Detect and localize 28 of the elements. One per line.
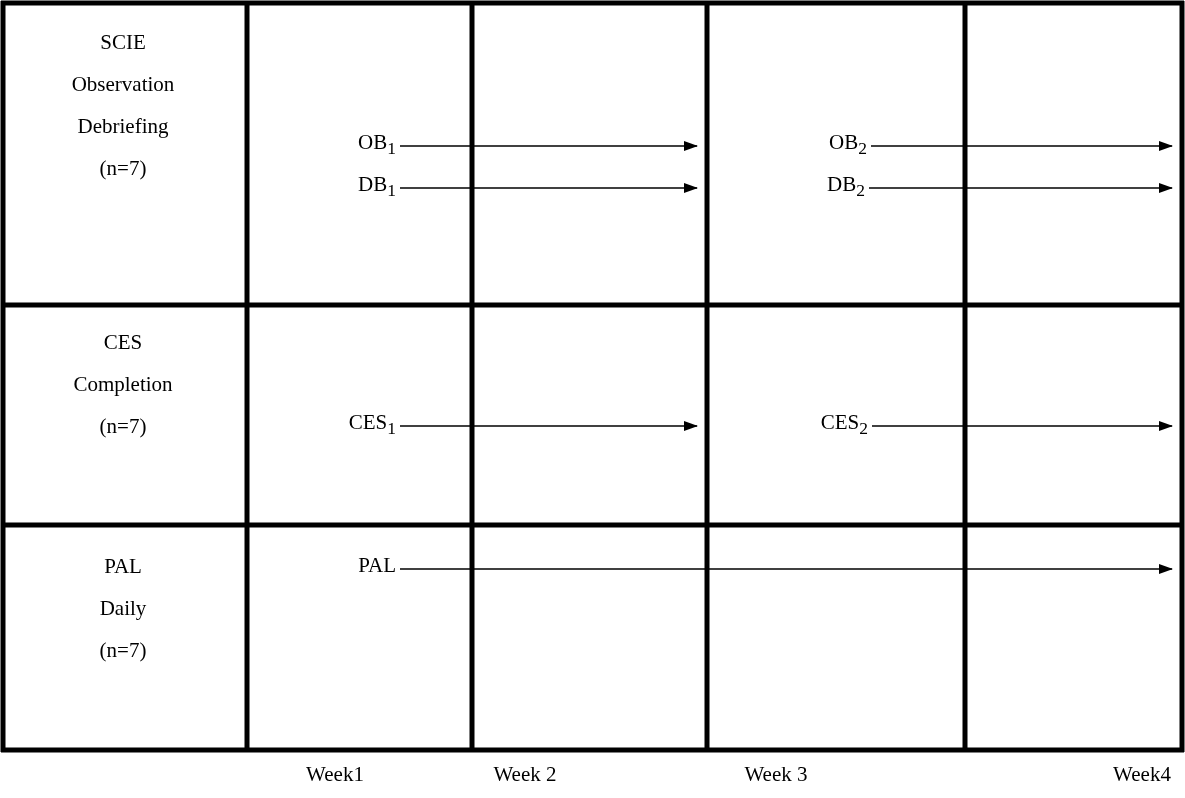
arrow: [871, 421, 1173, 431]
row-header-text: Observation: [71, 72, 175, 96]
week-label: Week 3: [744, 762, 808, 786]
row-header-text: PAL: [104, 554, 142, 578]
week-label: Week1: [306, 762, 364, 786]
week-label: Week 2: [493, 762, 557, 786]
row-header-text: Debriefing: [77, 114, 169, 138]
row-header-text: (n=7): [99, 156, 147, 180]
measure-label: PAL: [358, 553, 396, 577]
row-header-text: (n=7): [99, 414, 147, 438]
arrow: [399, 564, 1173, 574]
row-header-text: SCIE: [100, 30, 146, 54]
measure-label: OB$_{2}$: [829, 130, 867, 161]
measure-label: DB$_{1}$: [358, 172, 396, 203]
row-header-text: Daily: [99, 596, 147, 620]
measure-label: CES$_{1}$: [348, 410, 396, 441]
week-label: Week4: [1113, 762, 1171, 786]
row-header-text: (n=7): [99, 638, 147, 662]
arrow: [399, 421, 698, 431]
arrow: [868, 183, 1173, 193]
measure-label: DB$_{2}$: [827, 172, 865, 203]
measure-label: CES$_{2}$: [820, 410, 868, 441]
arrow: [399, 141, 698, 151]
measure-label: OB$_{1}$: [358, 130, 396, 161]
arrow: [399, 183, 698, 193]
row-header-text: Completion: [73, 372, 173, 396]
arrow: [870, 141, 1173, 151]
row-header-text: CES: [103, 330, 143, 354]
